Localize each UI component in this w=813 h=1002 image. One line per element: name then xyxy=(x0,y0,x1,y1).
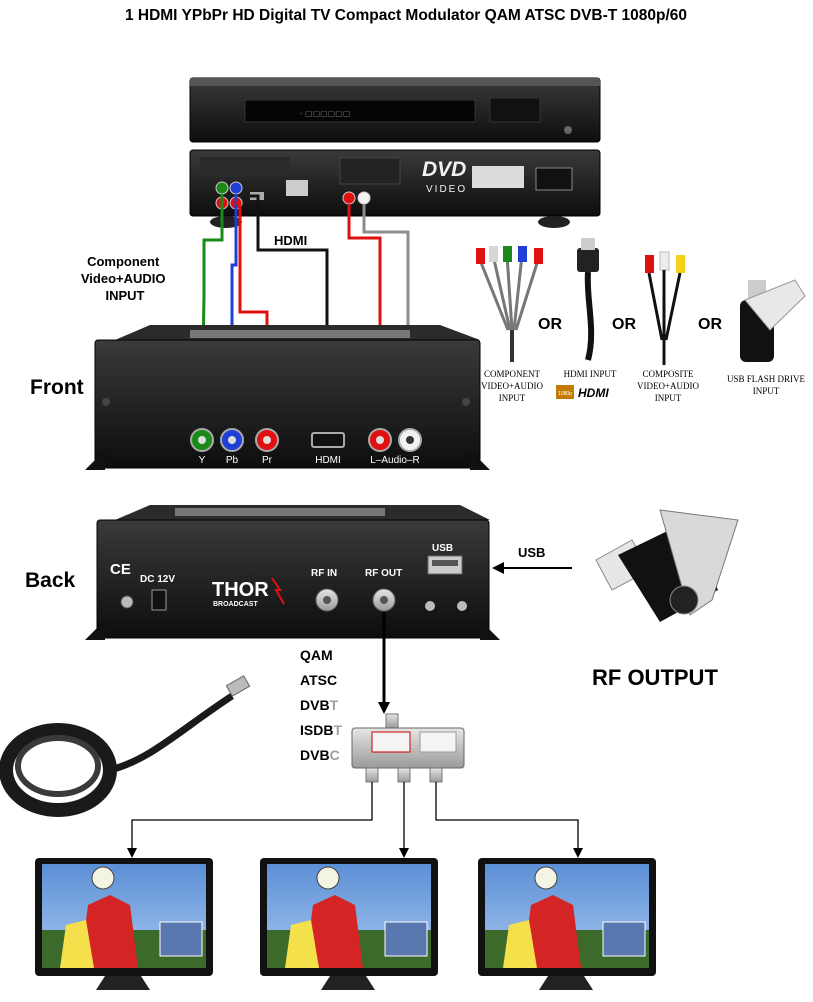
coax-cable-coil xyxy=(0,675,251,817)
jack-label-y: Y xyxy=(199,455,206,466)
svg-text:CE: CE xyxy=(110,561,131,578)
svg-text:1080p: 1080p xyxy=(558,391,572,397)
svg-text:DVBC: DVBC xyxy=(300,747,340,763)
front-jacks xyxy=(190,428,422,452)
jack-label-pr: Pr xyxy=(262,455,273,466)
usb-arrow: USB xyxy=(492,545,572,574)
cable-hdmi-black xyxy=(250,194,329,420)
usb-port-label: USB xyxy=(432,543,453,554)
front-jack-labels: Y Pb Pr HDMI L–Audio–R xyxy=(199,455,420,466)
dvd-logo: DVD xyxy=(422,158,466,181)
svg-text:QAM: QAM xyxy=(300,647,333,663)
dc-power-label: DC 12V xyxy=(140,574,175,585)
back-panel-labels: DC 12V RF IN RF OUT USB xyxy=(140,543,453,585)
usb-flash-drive-large-icon xyxy=(595,509,739,622)
rf-output-label: RF OUTPUT xyxy=(592,665,718,690)
svg-text:THOR: THOR xyxy=(212,579,269,601)
svg-text:OR: OR xyxy=(538,316,562,333)
distribution-lines xyxy=(131,782,579,852)
hdmi-badge: 1080p HDMI xyxy=(556,385,609,400)
tv-1 xyxy=(35,858,213,990)
page-title: 1 HDMI YPbPr HD Digital TV Compact Modul… xyxy=(125,7,687,24)
modulator-front-panel xyxy=(85,325,490,470)
jack-label-hdmi: HDMI xyxy=(315,455,341,466)
tv-2 xyxy=(260,858,438,990)
thor-logo: THOR BROADCAST xyxy=(212,577,285,608)
svg-text:◦ ▢▢▢▢▢▢: ◦ ▢▢▢▢▢▢ xyxy=(300,109,350,118)
standards-list: QAM ATSC DVBT ISDBT DVBC xyxy=(300,647,342,763)
svg-text:DVBT: DVBT xyxy=(300,697,339,713)
dvd-logo-sub: VIDEO xyxy=(426,184,467,195)
rf-splitter xyxy=(351,713,465,783)
component-cable-icon xyxy=(476,246,543,362)
composite-cable-icon xyxy=(645,251,685,365)
back-label: Back xyxy=(25,569,76,592)
or-separators: OR OR OR xyxy=(538,316,722,333)
dvd-player-rear: DVD VIDEO xyxy=(189,149,601,228)
rf-out-arrowhead xyxy=(378,702,390,714)
svg-text:HDMI INPUT: HDMI INPUT xyxy=(564,369,617,379)
svg-text:USB: USB xyxy=(518,545,545,560)
distribution-arrowheads xyxy=(127,848,583,858)
rf-out-label: RF OUT xyxy=(365,568,402,579)
jack-label-audio: L–Audio–R xyxy=(370,455,419,466)
modulator-back-panel: CE xyxy=(85,505,500,640)
rf-in-label: RF IN xyxy=(311,568,337,579)
component-input-label: Component Video+AUDIO INPUT xyxy=(81,254,169,303)
tv-3 xyxy=(478,858,656,990)
hdmi-cable-icon xyxy=(577,238,599,361)
hdmi-logo: HDMI xyxy=(578,386,609,400)
jack-hdmi xyxy=(311,432,345,448)
usb-flash-drive-icon xyxy=(740,279,806,362)
hdmi-cable-label: HDMI xyxy=(274,233,307,248)
svg-text:ISDBT: ISDBT xyxy=(300,722,342,738)
dvd-player-front: ◦ ▢▢▢▢▢▢ xyxy=(189,77,601,143)
svg-text:ATSC: ATSC xyxy=(300,672,337,688)
front-label: Front xyxy=(30,376,84,399)
svg-text:OR: OR xyxy=(612,316,636,333)
svg-text:OR: OR xyxy=(698,316,722,333)
svg-text:BROADCAST: BROADCAST xyxy=(213,601,258,608)
jack-label-pb: Pb xyxy=(226,455,239,466)
